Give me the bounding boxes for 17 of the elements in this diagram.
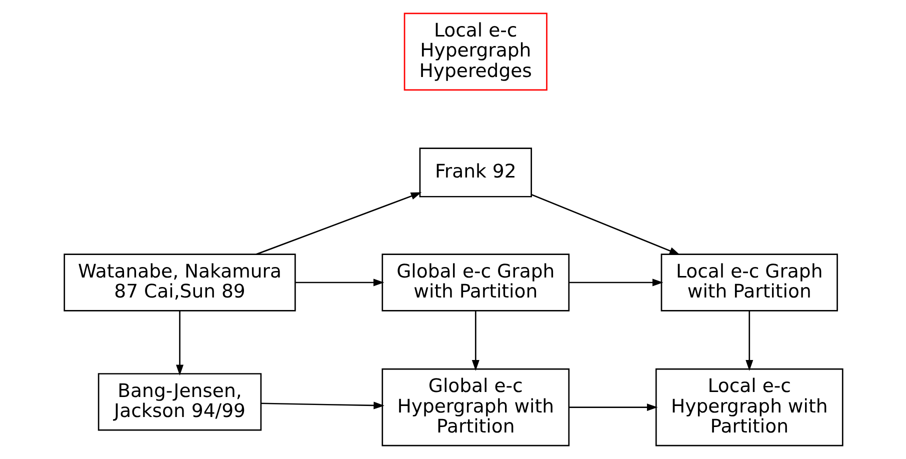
arrow [471, 310, 479, 371]
arrow [568, 404, 658, 412]
arrow [176, 310, 184, 376]
node-box: Local e-c Hypergraph with Partition [654, 368, 843, 446]
arrow [745, 310, 753, 371]
arrow [260, 402, 384, 410]
node-box: Bang-Jensen, Jackson 94/99 [97, 373, 262, 431]
node-box: Watanabe, Nakamura 87 Cai,Sun 89 [63, 254, 296, 312]
node-box: Local e-c Graph with Partition [660, 254, 838, 312]
arrow [531, 194, 680, 255]
arrow [294, 278, 384, 286]
node-box: Frank 92 [418, 148, 532, 198]
arrow [256, 192, 422, 255]
node-box: Global e-c Hypergraph with Partition [381, 368, 570, 446]
node-box: Global e-c Graph with Partition [381, 254, 570, 312]
node-box: Local e-c Hypergraph Hyperedges [403, 12, 547, 91]
arrow [568, 278, 663, 286]
